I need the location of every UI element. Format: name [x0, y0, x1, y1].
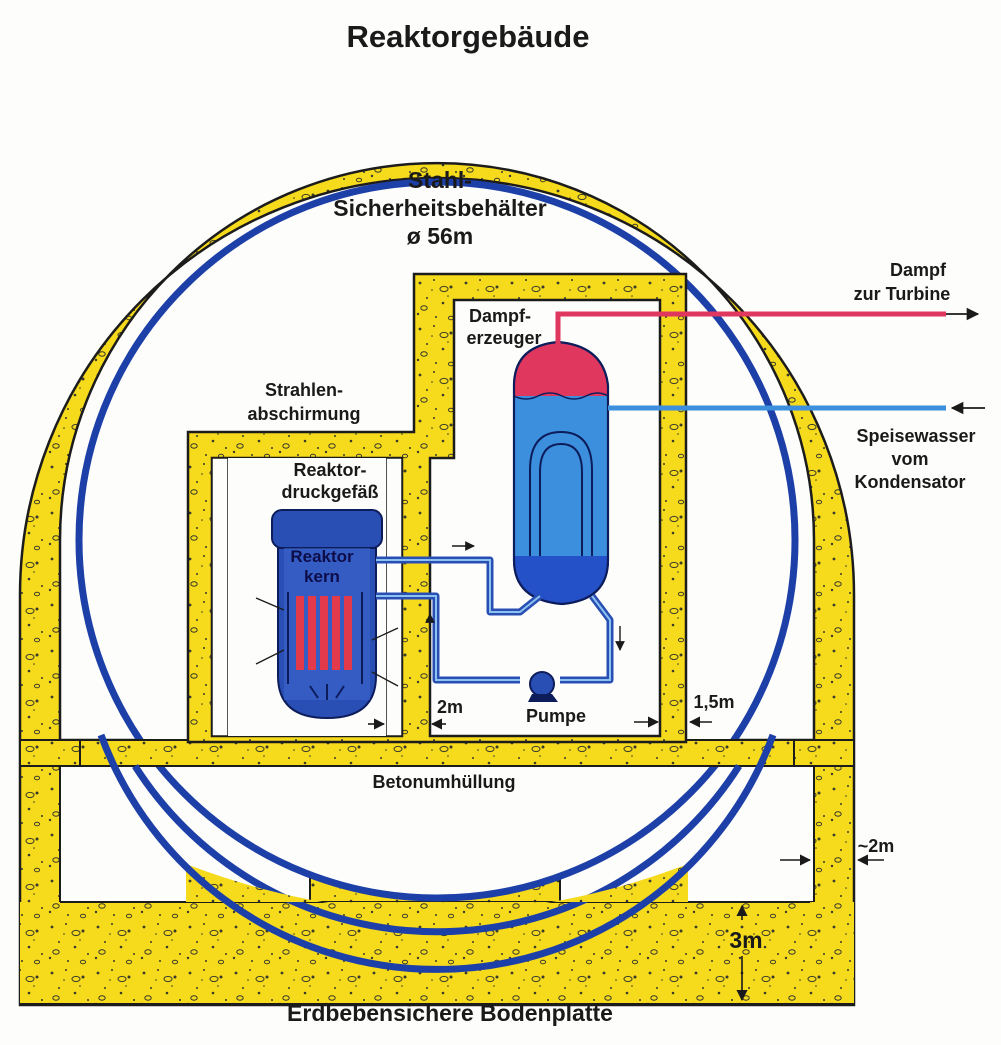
feedwater-label: Speisewasser — [856, 426, 975, 446]
dim-approx-2m-label: ~2m — [858, 836, 895, 856]
steam-to-turbine-label: Dampf — [890, 260, 947, 280]
radiation-shield-label: abschirmung — [247, 404, 360, 424]
feedwater-label: vom — [891, 449, 928, 469]
sphere-bottom-arc — [97, 733, 777, 973]
base-slab-label: Erdbebensichere Bodenplatte — [287, 1000, 613, 1026]
pressure-vessel-label: Reaktor- — [293, 460, 366, 480]
steel-containment-label: Stahl- — [408, 167, 472, 193]
title: Reaktorgebäude — [347, 19, 590, 54]
reactor-core-label: kern — [304, 567, 340, 586]
radiation-shield-label: Strahlen- — [265, 380, 343, 400]
pressure-vessel-label: druckgefäß — [281, 482, 378, 502]
dim-3m-label: 3m — [729, 927, 762, 953]
steam-generator-label: erzeuger — [466, 328, 541, 348]
base-slab-top — [20, 902, 854, 1005]
dimension-markers — [368, 716, 884, 1002]
steam-generator — [512, 340, 610, 606]
pump-label: Pumpe — [526, 706, 586, 726]
feedwater-label: Kondensator — [854, 472, 965, 492]
primary-pump — [528, 671, 558, 702]
radiation-indicators — [255, 597, 399, 687]
concrete-enclosure-label: Betonumhüllung — [373, 772, 516, 792]
steam-line — [555, 311, 946, 344]
steel-containment-diameter: ø 56m — [407, 223, 473, 249]
steam-generator-label: Dampf- — [469, 306, 531, 326]
steel-containment-label: Sicherheitsbehälter — [333, 195, 547, 221]
dim-2m-label: 2m — [437, 697, 463, 717]
dim-1-5m-label: 1,5m — [693, 692, 734, 712]
sphere-bottom-inside-chamber — [132, 764, 742, 936]
reactor-pressure-vessel — [271, 509, 383, 720]
floor-band-over-sphere — [79, 739, 795, 767]
steam-to-turbine-label: zur Turbine — [854, 284, 951, 304]
reactor-core-rods — [296, 596, 352, 670]
reactor-core-label: Reaktor — [290, 547, 354, 566]
